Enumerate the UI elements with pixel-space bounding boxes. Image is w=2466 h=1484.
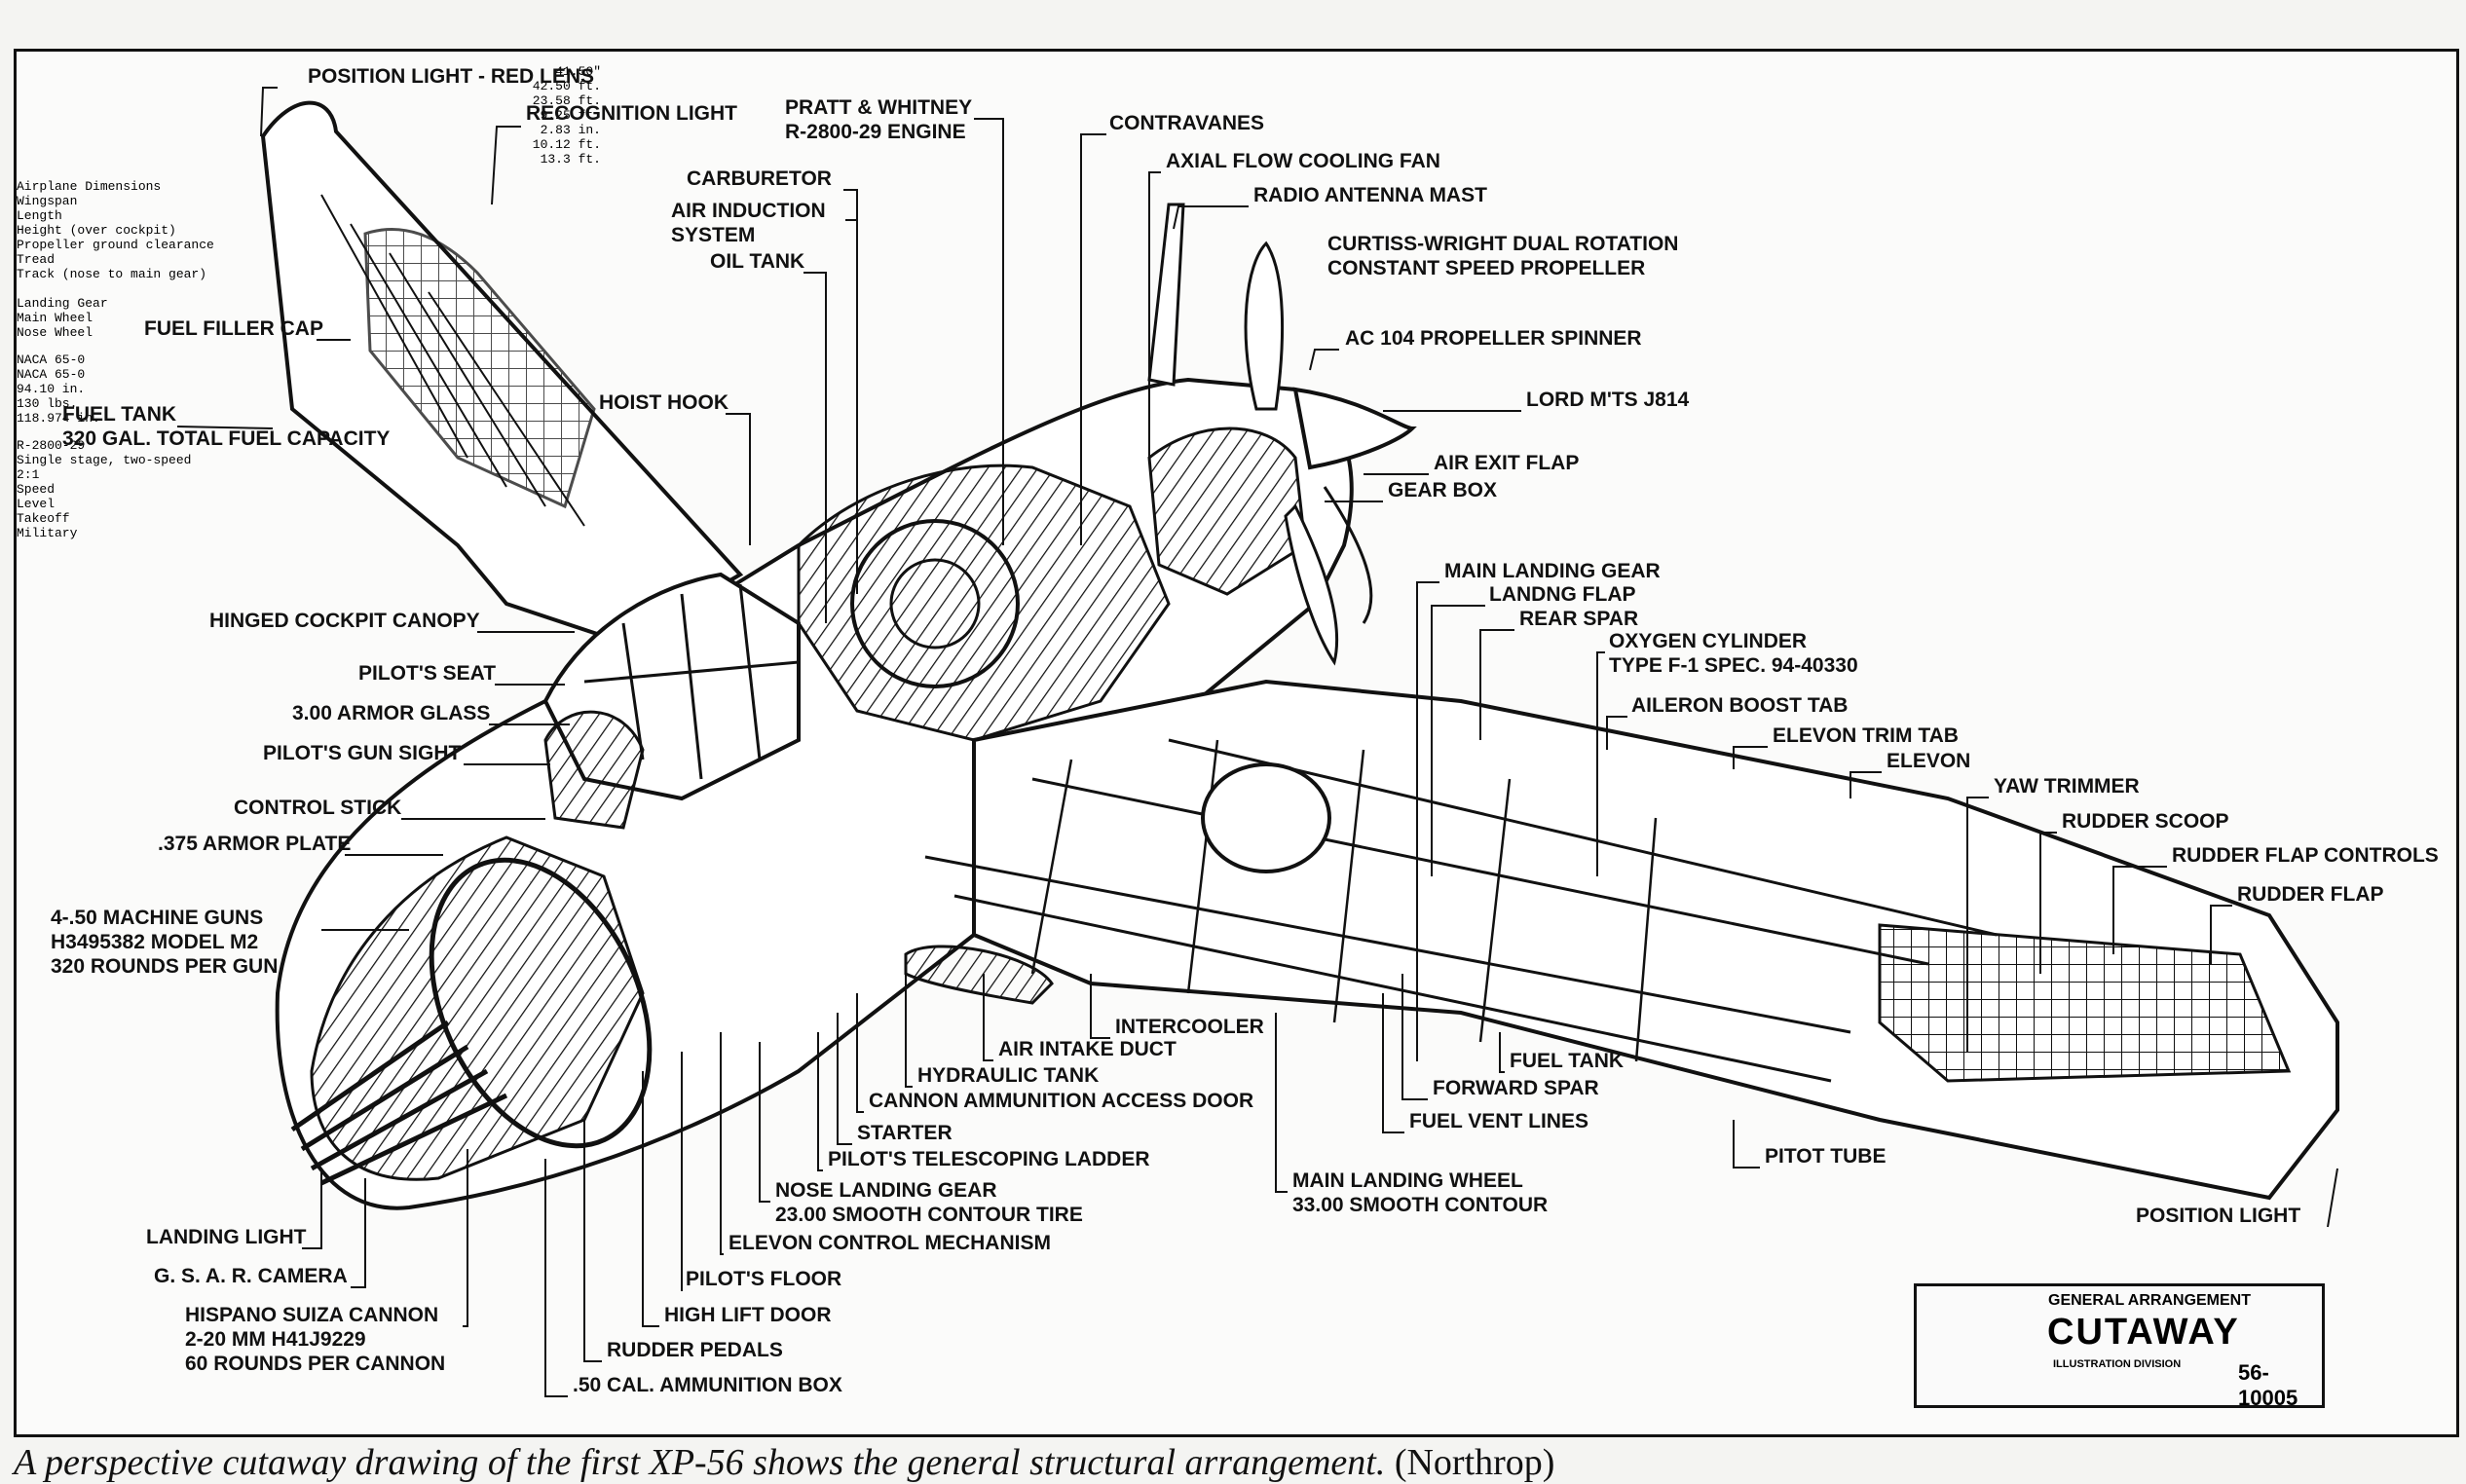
callout-curtiss-wright-propeller: CURTISS-WRIGHT DUAL ROTATION CONSTANT SP…: [1327, 233, 1679, 279]
canopy-frames: [583, 583, 800, 780]
right-wing: [972, 679, 2339, 1201]
gun-barrels: [290, 1020, 508, 1186]
callout-axial-flow-cooling-fan: AXIAL FLOW COOLING FAN: [1166, 150, 1440, 172]
figure-caption: A perspective cutaway drawing of the fir…: [14, 1441, 1554, 1484]
title-block-number: 56-10005: [2238, 1360, 2298, 1410]
callout-main-landing-gear: MAIN LANDING GEAR: [1444, 560, 1661, 582]
callout-hoist-hook: HOIST HOOK: [599, 391, 729, 414]
callout-air-intake-duct: AIR INTAKE DUCT: [998, 1038, 1177, 1060]
callout-pilots-telescoping-ladder: PILOT'S TELESCOPING LADDER: [828, 1148, 1150, 1170]
callout-pratt-whitney-engine: PRATT & WHITNEY R-2800-29 ENGINE: [785, 96, 973, 143]
callout-fuel-vent-lines: FUEL VENT LINES: [1409, 1110, 1588, 1132]
propeller-spinner: [1292, 387, 1417, 470]
ghost-dimension-labels: Airplane Dimensions Wingspan Length Heig…: [17, 179, 214, 340]
callout-landing-flap: LANDNG FLAP: [1489, 583, 1636, 606]
propeller-blade-rear: [1323, 486, 1373, 624]
title-block-cutaway: CUTAWAY: [2047, 1312, 2240, 1353]
callout-pilots-floor: PILOT'S FLOOR: [686, 1268, 842, 1290]
engine-cylinders: [850, 519, 1020, 688]
callout-forward-spar: FORWARD SPAR: [1433, 1077, 1599, 1099]
callout-position-light-red-lens: POSITION LIGHT - RED LENS: [308, 65, 595, 88]
callout-armor-plate: .375 ARMOR PLATE: [158, 833, 352, 855]
callout-yaw-trimmer: YAW TRIMMER: [1994, 775, 2140, 798]
callout-rudder-flap: RUDDER FLAP: [2237, 883, 2384, 906]
title-block: GENERAL ARRANGEMENT CUTAWAY ILLUSTRATION…: [1914, 1283, 2325, 1410]
callout-radio-antenna-mast: RADIO ANTENNA MAST: [1253, 184, 1487, 206]
callout-pitot-tube: PITOT TUBE: [1765, 1145, 1887, 1168]
propeller-blade-upper: [1244, 241, 1285, 411]
callout-elevon-control-mechanism: ELEVON CONTROL MECHANISM: [729, 1232, 1051, 1254]
callout-main-landing-wheel: MAIN LANDING WHEEL 33.00 SMOOTH CONTOUR: [1292, 1169, 1549, 1216]
title-block-general: GENERAL ARRANGEMENT: [2048, 1292, 2252, 1309]
callout-control-stick: CONTROL STICK: [234, 797, 402, 819]
callout-hinged-cockpit-canopy: HINGED COCKPIT CANOPY: [209, 610, 480, 632]
gear-box-shape: [1147, 427, 1307, 596]
callout-gear-box: GEAR BOX: [1388, 479, 1498, 501]
leader-lines: [176, 87, 2338, 1397]
callout-rear-spar: REAR SPAR: [1519, 608, 1639, 630]
callout-lord-mts: LORD M'TS J814: [1526, 389, 1690, 411]
right-wing-ribs: [1030, 739, 1658, 1062]
callout-aileron-boost-tab: AILERON BOOST TAB: [1631, 694, 1849, 717]
callout-landing-light: LANDING LIGHT: [146, 1226, 307, 1248]
callout-rudder-pedals: RUDDER PEDALS: [607, 1339, 783, 1361]
callout-recognition-light: RECOGNITION LIGHT: [526, 102, 737, 125]
callout-air-induction-system: AIR INDUCTION SYSTEM: [671, 200, 826, 246]
callout-oil-tank: OIL TANK: [710, 250, 805, 273]
callout-rudder-scoop: RUDDER SCOOP: [2062, 810, 2229, 833]
callout-gsar-camera: G. S. A. R. CAMERA: [154, 1265, 348, 1287]
callout-air-exit-flap: AIR EXIT FLAP: [1434, 452, 1580, 474]
callout-hispano-suiza-cannon: HISPANO SUIZA CANNON 2-20 MM H41J9229 60…: [185, 1304, 446, 1375]
callout-fuel-filler-cap: FUEL FILLER CAP: [144, 317, 323, 340]
callout-elevon-trim-tab: ELEVON TRIM TAB: [1773, 724, 1959, 747]
callout-hydraulic-tank: HYDRAULIC TANK: [917, 1064, 1100, 1087]
title-block-division: ILLUSTRATION DIVISION: [2053, 1358, 2182, 1370]
callout-fuel-tank-capacity: FUEL TANK 320 GAL. TOTAL FUEL CAPACITY: [62, 403, 391, 450]
propeller-blade-lower: [1284, 503, 1339, 666]
callout-elevon: ELEVON: [1887, 750, 1971, 772]
callout-armor-glass: 3.00 ARMOR GLASS: [292, 702, 491, 724]
callout-pilots-seat: PILOT'S SEAT: [358, 662, 497, 685]
ghost-engine-values: R-2800-29 Single stage, two-speed 2:1 Sp…: [17, 438, 192, 540]
callout-starter: STARTER: [857, 1122, 953, 1144]
radio-antenna: [1147, 203, 1185, 387]
ghost-airfoil-values: NACA 65-0 NACA 65-0 94.10 in. 130 lbs. 1…: [17, 352, 100, 426]
left-wing-rib-lines: [320, 194, 585, 527]
callout-contravanes: CONTRAVANES: [1109, 112, 1265, 134]
nose-bulkhead: [429, 857, 653, 1149]
caption-credit: (Northrop): [1385, 1442, 1555, 1483]
callout-ammunition-box: .50 CAL. AMMUNITION BOX: [573, 1374, 842, 1396]
main-landing-wheel-shape: [1201, 762, 1331, 873]
callout-fuel-tank: FUEL TANK: [1510, 1050, 1625, 1072]
wingtip-structure: [1878, 923, 2292, 1083]
callout-high-lift-door: HIGH LIFT DOOR: [664, 1304, 832, 1326]
ghost-dimension-values: 41.50" 42.50 ft. 23.58 ft. 9.25 ft. 2.83…: [532, 64, 601, 167]
callout-nose-landing-gear: NOSE LANDING GEAR 23.00 SMOOTH CONTOUR T…: [775, 1179, 1083, 1226]
callout-pilots-gun-sight: PILOT'S GUN SIGHT: [263, 742, 462, 764]
caption-text: A perspective cutaway drawing of the fir…: [14, 1442, 1386, 1483]
pilots-seat-shape: [543, 710, 645, 830]
intake-duct: [904, 945, 1054, 1005]
callout-carburetor: CARBURETOR: [687, 167, 832, 190]
callout-oxygen-cylinder: OXYGEN CYLINDER TYPE F-1 SPEC. 94-40330: [1609, 630, 1858, 677]
callout-machine-guns: 4-.50 MACHINE GUNS H3495382 MODEL M2 320…: [51, 907, 279, 978]
callout-cannon-ammunition-access-door: CANNON AMMUNITION ACCESS DOOR: [869, 1090, 1254, 1112]
right-wing-structure: [924, 738, 1998, 1083]
callout-intercooler: INTERCOOLER: [1115, 1016, 1264, 1038]
callout-ac104-propeller-spinner: AC 104 PROPELLER SPINNER: [1345, 327, 1642, 350]
callout-rudder-flap-controls: RUDDER FLAP CONTROLS: [2172, 844, 2439, 867]
callout-position-light: POSITION LIGHT: [2136, 1205, 2301, 1227]
